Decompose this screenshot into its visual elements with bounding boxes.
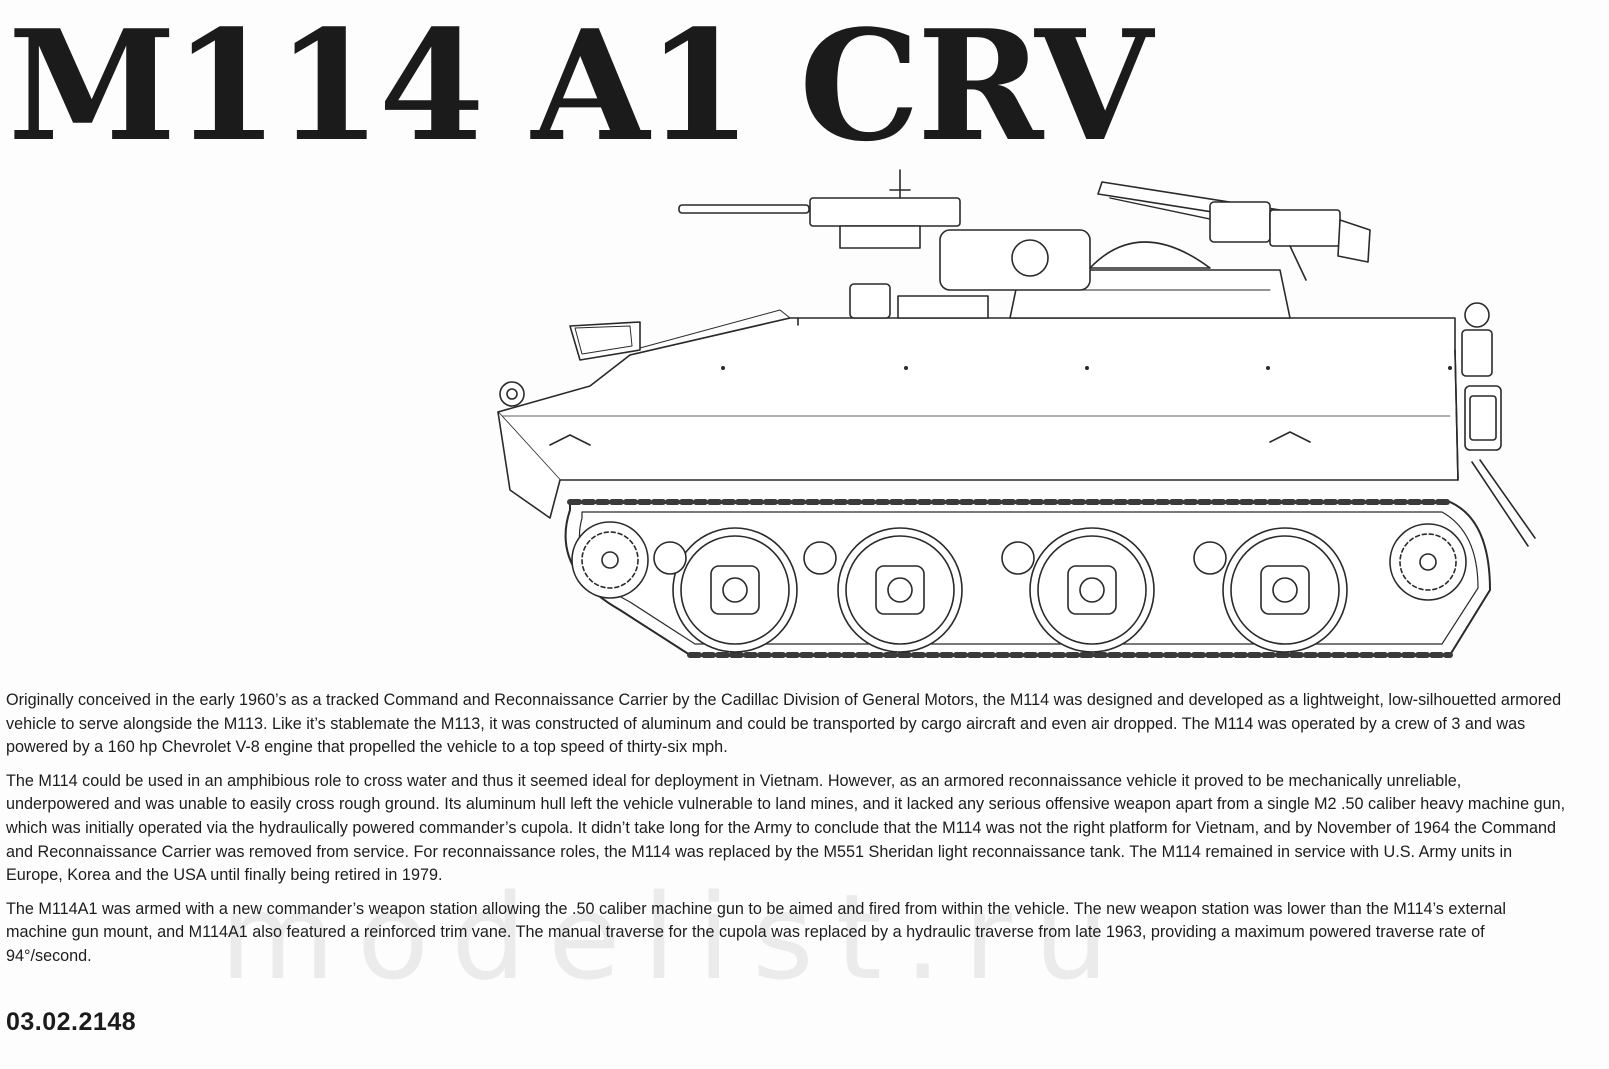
paragraph-service: The M114 could be used in an amphibious … xyxy=(6,771,1566,885)
watermark: modelist.ru xyxy=(220,868,1131,1006)
page-title: M114 A1 CRV xyxy=(8,0,1153,175)
vehicle-side-view-drawing xyxy=(490,150,1600,690)
paragraph-m114a1: The M114A1 was armed with a new commande… xyxy=(6,899,1506,965)
hull xyxy=(497,283,1459,519)
m2-machine-gun xyxy=(678,169,961,249)
rear-equipment xyxy=(1461,302,1536,547)
sprocket-wheel xyxy=(571,521,649,599)
m60-machine-gun xyxy=(1097,181,1371,281)
return-rollers xyxy=(653,541,1227,575)
commander-cupola xyxy=(939,197,1301,319)
paragraph-history: Originally conceived in the early 1960’s… xyxy=(6,691,1562,757)
idler-wheel xyxy=(1389,523,1467,601)
road-wheels xyxy=(672,527,1348,653)
product-code: 03.02.2148 xyxy=(6,1008,137,1036)
body-text: Originally conceived in the early 1960’s… xyxy=(6,689,1566,979)
